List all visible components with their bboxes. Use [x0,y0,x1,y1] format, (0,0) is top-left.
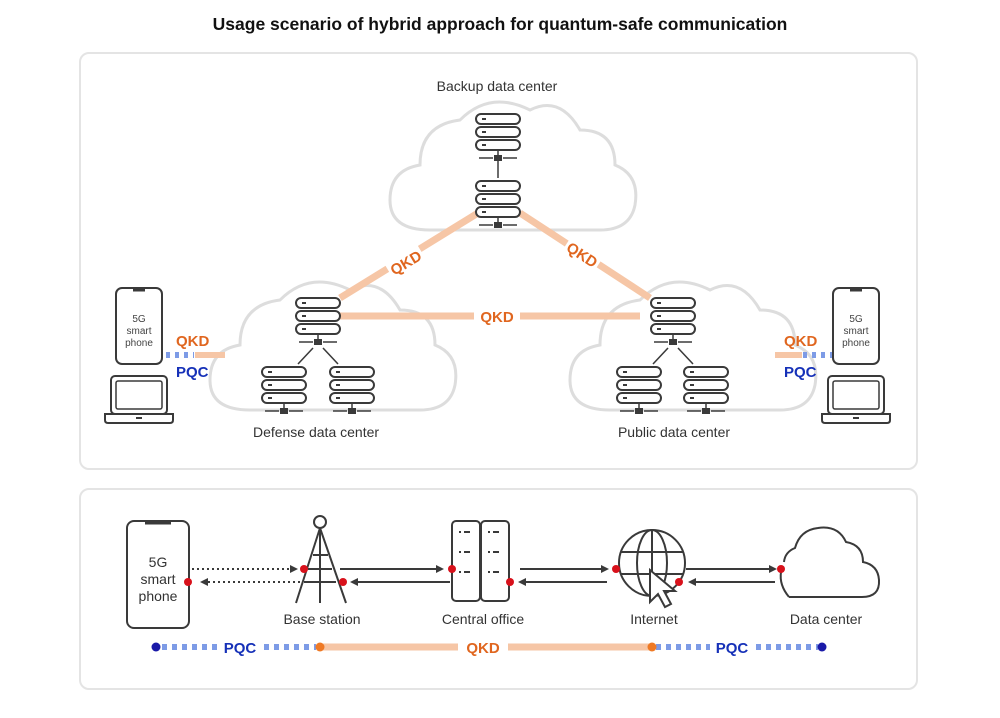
base-station-label: Base station [283,611,360,627]
svg-text:5G: 5G [149,554,168,570]
cloud-icon [779,526,881,598]
qkd-end-dot [647,642,657,652]
right-smartphone-icon: 5G smart phone [831,286,881,366]
left-laptop-icon [104,375,174,424]
qkd-label-defense-public: QKD [480,309,514,326]
path-end-dot [817,642,827,652]
svg-text:5G: 5G [849,314,863,325]
internet-in-port-dot [612,565,620,573]
phone-port-dot [184,578,192,586]
right-qkd-label: QKD [784,333,818,350]
qkd-start-dot [315,642,325,652]
pqc-segment-right-label: PQC [716,640,749,657]
globe-cursor-icon [618,529,686,609]
datacenter-port-dot [777,565,785,573]
end-to-end-path-panel [79,488,918,690]
left-smartphone-icon: 5G smart phone [114,286,164,366]
data-center-label: Data center [790,611,863,627]
left-qkd-label: QKD [176,333,210,350]
svg-text:phone: phone [139,588,178,604]
left-pqc-label: PQC [176,364,209,381]
backup-data-center-label: Backup data center [437,78,558,94]
svg-text:5G: 5G [132,314,146,325]
office-out-port-dot [506,578,514,586]
svg-text:smart: smart [127,326,152,337]
server-rack-icon [451,520,510,602]
public-data-center-label: Public data center [618,424,730,440]
pqc-segment-left-label: PQC [224,640,257,657]
base-out-port-dot [339,578,347,586]
svg-text:smart: smart [844,326,869,337]
bottom-smartphone-icon: 5G smart phone [126,520,190,629]
central-office-label: Central office [442,611,524,627]
network-scenario-panel [79,52,918,470]
connection-points [184,565,785,586]
qkd-segment-label: QKD [466,640,500,657]
office-in-port-dot [448,565,456,573]
svg-text:phone: phone [842,338,870,349]
base-in-port-dot [300,565,308,573]
path-start-dot [151,642,161,652]
svg-text:smart: smart [141,571,176,587]
defense-data-center-label: Defense data center [253,424,379,440]
cell-tower-icon [295,515,347,604]
internet-label: Internet [630,611,678,627]
diagram-title: Usage scenario of hybrid approach for qu… [212,14,788,34]
right-pqc-label: PQC [784,364,817,381]
internet-out-port-dot [675,578,683,586]
svg-text:phone: phone [125,338,153,349]
right-laptop-icon [821,375,891,424]
